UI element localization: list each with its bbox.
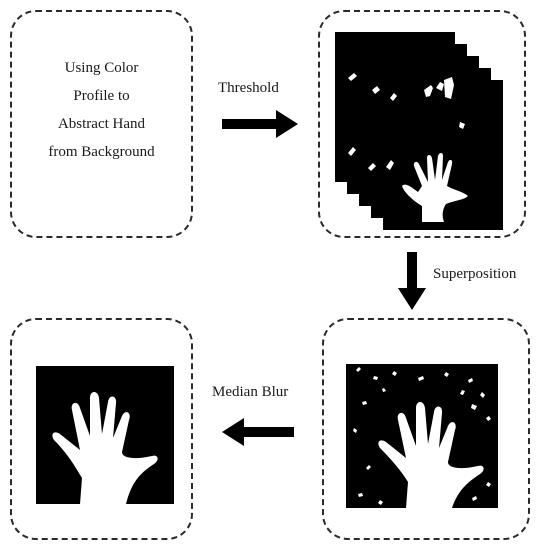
speckle bbox=[355, 366, 361, 372]
speckle bbox=[485, 415, 491, 421]
speckle bbox=[485, 481, 491, 487]
speckle bbox=[479, 391, 485, 398]
fragment bbox=[347, 146, 356, 156]
superposition-label: Superposition bbox=[433, 266, 517, 282]
speckle bbox=[467, 377, 473, 383]
speckle bbox=[365, 464, 371, 470]
superposition-result-image bbox=[345, 363, 498, 508]
arrow-right-icon bbox=[222, 110, 298, 138]
step1-line-3: Abstract Hand bbox=[57, 116, 146, 132]
speckle bbox=[459, 389, 465, 395]
step1-line-2: Profile to bbox=[73, 88, 130, 104]
fragment bbox=[443, 76, 454, 99]
color-profile-step-text: Using Color Profile to Abstract Hand fro… bbox=[12, 54, 191, 166]
speckle bbox=[443, 371, 449, 377]
fragment bbox=[458, 121, 465, 129]
fragment bbox=[435, 81, 444, 91]
fragment bbox=[389, 92, 397, 101]
fragment bbox=[385, 159, 394, 170]
fragment bbox=[367, 162, 376, 171]
fragment bbox=[347, 72, 357, 81]
fragment bbox=[371, 85, 380, 94]
median-blur-result-box bbox=[10, 318, 193, 540]
speckle bbox=[377, 499, 383, 505]
threshold-label: Threshold bbox=[218, 80, 279, 96]
speckle bbox=[471, 495, 477, 501]
arrow-down-icon bbox=[398, 252, 426, 310]
hand-shape-threshold bbox=[401, 152, 468, 222]
hand-shape-result bbox=[51, 391, 158, 504]
threshold-masks-box bbox=[318, 10, 526, 238]
hand-shape-superposed bbox=[377, 401, 484, 508]
step1-line-4: from Background bbox=[48, 144, 155, 160]
threshold-mask-stack bbox=[334, 31, 503, 230]
speckle bbox=[361, 400, 367, 405]
speckle bbox=[357, 492, 363, 497]
speckle bbox=[381, 387, 386, 392]
step1-line-1: Using Color bbox=[64, 60, 139, 76]
speckle bbox=[470, 403, 477, 410]
speckle bbox=[352, 427, 357, 433]
speckle bbox=[391, 370, 397, 376]
superposition-result-box bbox=[322, 318, 530, 540]
fragment bbox=[423, 84, 433, 97]
median-blur-label: Median Blur bbox=[212, 384, 289, 400]
color-profile-step-box: Using Color Profile to Abstract Hand fro… bbox=[10, 10, 193, 238]
arrow-left-icon bbox=[222, 418, 294, 446]
speckle bbox=[372, 375, 378, 380]
median-blur-result-image bbox=[35, 365, 174, 504]
speckle bbox=[417, 375, 424, 381]
